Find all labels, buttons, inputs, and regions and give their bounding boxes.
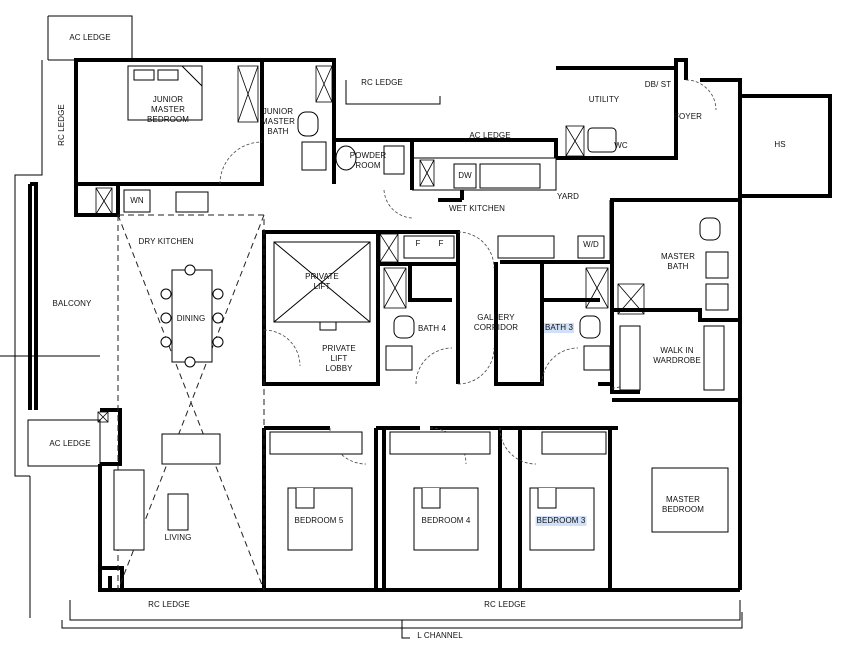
floor-plan [0,15,832,639]
